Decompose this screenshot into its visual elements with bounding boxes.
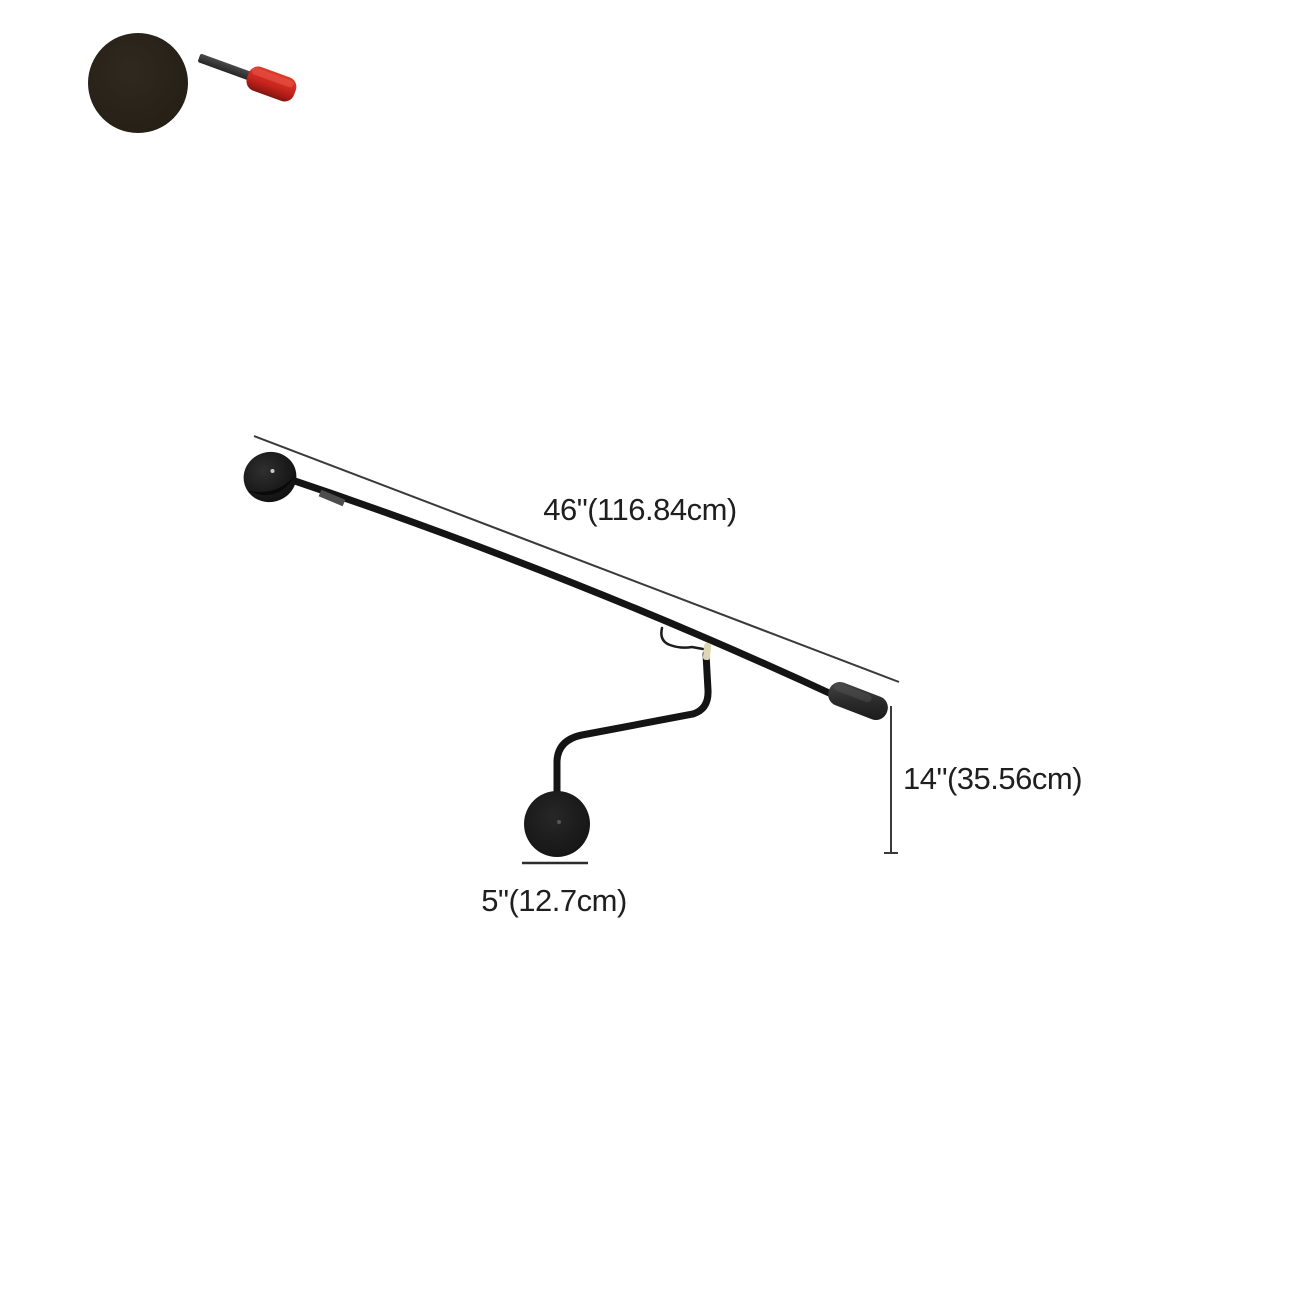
wall-mount-plate [243,451,297,503]
dimension-label-length: 46"(116.84cm) [543,492,737,527]
dimension-label-height: 14"(35.56cm) [903,761,1083,796]
dimension-line-length [253,435,900,683]
cable-hook [660,626,705,651]
lamp-head [828,682,888,720]
black-finish-swatch[interactable] [88,33,188,133]
dimension-label-width: 5"(12.7cm) [481,883,627,918]
screwdriver-shape [198,53,297,102]
connector-tip [702,642,712,661]
arm-sleeve-highlight [318,489,346,507]
round-backplate [524,791,590,857]
lamp-arm [282,474,844,702]
screwdriver-icon[interactable] [193,44,307,118]
backplate-center-dot [557,820,561,824]
handle-highlight [251,67,294,88]
swing-arm [553,650,712,797]
mount-plate-rim [247,474,296,496]
lamp-head-highlight [833,682,872,703]
screwdriver-shaft [198,53,253,81]
mount-plate-screw [270,469,275,473]
